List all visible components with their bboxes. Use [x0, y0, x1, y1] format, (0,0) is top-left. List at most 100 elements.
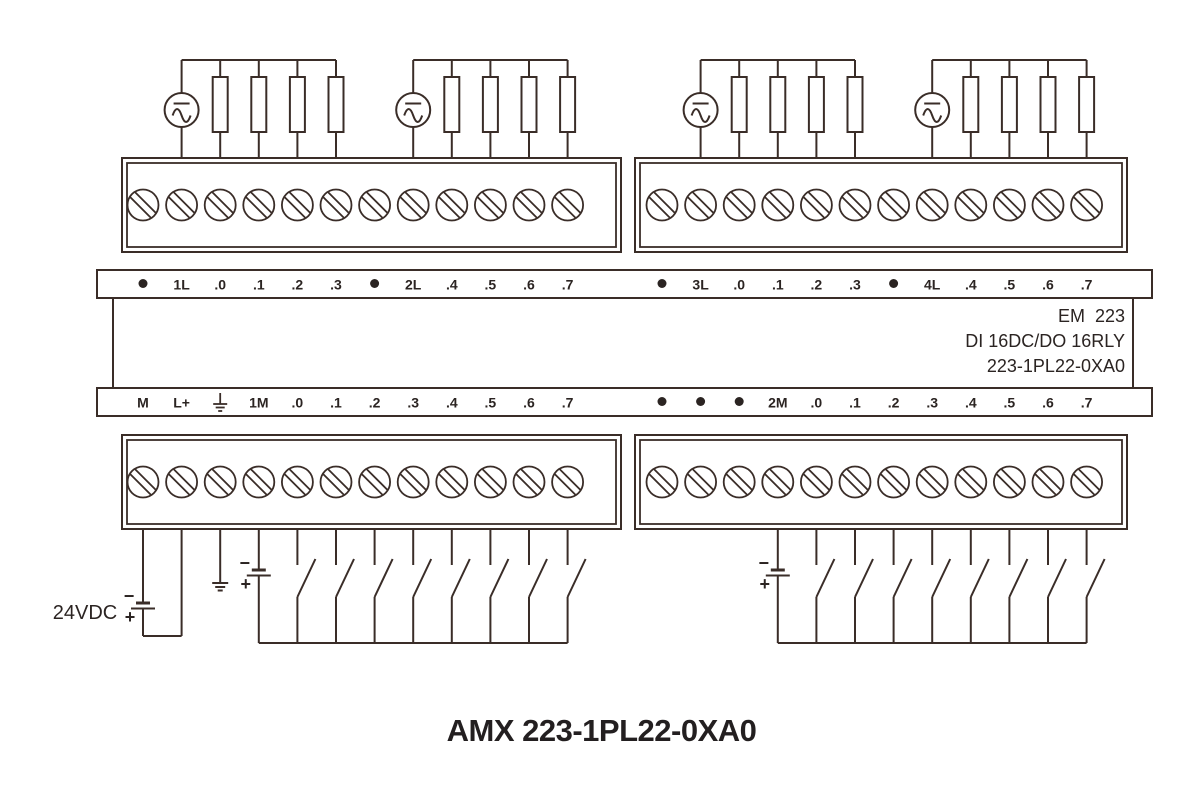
screw-circle	[203, 465, 237, 499]
screw-circle	[280, 188, 314, 222]
terminal-label: .3	[849, 277, 861, 293]
output-load-group	[914, 59, 1096, 158]
terminal-label: .7	[1081, 277, 1093, 293]
screw-circle	[800, 465, 833, 499]
screw-circle	[684, 188, 717, 222]
strip-border	[96, 269, 1153, 299]
screw-circle	[1031, 465, 1065, 499]
screw-slot	[520, 468, 543, 491]
screw-terminal	[1031, 465, 1065, 499]
screw-terminal	[396, 465, 430, 499]
screw-slot	[481, 191, 504, 214]
screw-terminal	[877, 188, 910, 222]
input-switch-icon	[969, 529, 990, 643]
dc-supply-circuit: −+24VDC	[53, 529, 183, 637]
earth-ground-connection	[212, 529, 229, 592]
screw-slot	[918, 473, 941, 496]
block-inner-border	[126, 439, 617, 525]
terminal-label: .5	[485, 395, 497, 411]
screw-slot	[885, 191, 908, 214]
load-resistor-icon	[520, 60, 538, 158]
screw-terminal	[319, 188, 353, 222]
screw-slot	[957, 473, 980, 496]
output-terminal-block-right	[634, 157, 1128, 253]
screw-slot	[841, 473, 864, 496]
module-type-label: DI 16DC/DO 16RLY	[965, 331, 1125, 351]
screw-circle	[396, 188, 430, 222]
module-type-label: EM 223	[1058, 306, 1125, 326]
no-connection-dot	[370, 279, 380, 288]
screw-circle	[1070, 188, 1103, 222]
screw-circle	[165, 465, 199, 499]
switch-blade	[892, 558, 913, 598]
screw-slot	[880, 473, 903, 496]
screw-slot	[1034, 473, 1057, 496]
screw-terminal	[165, 188, 199, 222]
screw-slot	[648, 196, 671, 219]
screw-circle	[358, 188, 392, 222]
screw-circle	[551, 188, 584, 222]
screw-circle	[396, 465, 430, 499]
screw-slot	[134, 191, 157, 214]
terminal-label: .2	[369, 395, 381, 411]
screw-slot	[168, 473, 191, 496]
terminal-label: 1L	[173, 277, 190, 293]
screw-slot	[245, 196, 268, 219]
screw-slot	[173, 468, 196, 491]
input-switch-icon	[412, 529, 433, 643]
screw-circle	[126, 465, 160, 499]
screw-slot	[250, 468, 273, 491]
ac-source-icon	[682, 92, 719, 128]
screw-terminal	[358, 188, 392, 222]
screw-terminal	[473, 188, 507, 222]
screw-slot	[361, 473, 384, 496]
battery-icon: −+	[759, 553, 790, 594]
terminal-label: .1	[772, 277, 784, 293]
screw-slot	[554, 473, 577, 496]
input-switch-group-right: −+	[759, 529, 1106, 644]
screw-slot	[846, 468, 869, 491]
load-resistor-icon	[1078, 60, 1096, 158]
terminal-label: .3	[926, 395, 938, 411]
terminal-label: 1M	[249, 395, 268, 411]
screw-slot	[1078, 468, 1101, 491]
screw-circle	[800, 188, 833, 222]
screw-circle	[761, 188, 795, 222]
terminal-label: .6	[523, 395, 535, 411]
switch-blade	[1008, 558, 1029, 598]
screw-terminal	[838, 188, 872, 222]
input-switch-icon	[373, 529, 394, 643]
screw-slot	[1039, 191, 1062, 214]
screw-circle	[280, 465, 314, 499]
screw-terminal	[800, 188, 833, 222]
input-switch-icon	[489, 529, 510, 643]
screw-slot	[520, 191, 543, 214]
screw-terminal	[551, 188, 584, 222]
screw-terminal	[473, 465, 507, 499]
terminal-label: 2L	[405, 277, 422, 293]
block-inner-border	[639, 162, 1123, 248]
load-resistor-icon	[1000, 60, 1018, 158]
screw-slot	[1078, 191, 1101, 214]
screw-slot	[404, 191, 427, 214]
screw-terminal	[1070, 465, 1103, 499]
screw-circle	[838, 465, 872, 499]
screw-slot	[1000, 191, 1023, 214]
input-switch-icon	[296, 529, 317, 643]
terminal-label: .2	[888, 395, 900, 411]
load-resistor-icon	[730, 60, 748, 158]
load-resistor-icon	[962, 60, 980, 158]
screw-terminal	[435, 188, 469, 222]
ac-source-icon	[163, 92, 200, 128]
screw-terminal	[1031, 188, 1065, 222]
screw-slot	[481, 468, 504, 491]
switch-blade	[566, 558, 587, 598]
battery-plus-sign: +	[241, 574, 252, 594]
screw-terminal	[877, 465, 910, 499]
terminal-label: .4	[446, 395, 458, 411]
ac-source-icon	[914, 92, 951, 128]
screw-terminal	[645, 465, 679, 499]
